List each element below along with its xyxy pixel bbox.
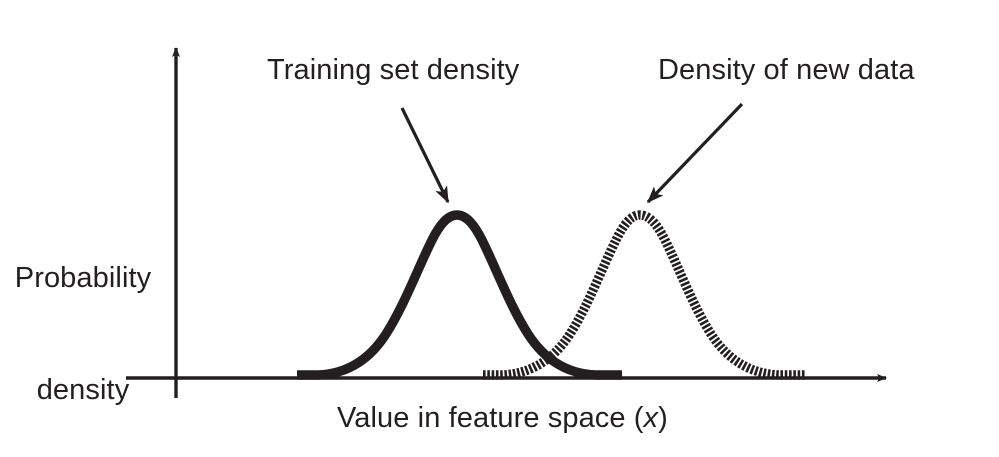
density-of-new-data-curve	[483, 210, 805, 380]
training-set-density-arrow	[400, 107, 450, 204]
x-axis-label: Value in feature space (x)	[337, 400, 668, 437]
y-axis-label-line1: Probability	[14, 262, 152, 295]
annotation-label-density-of-new-data: Density of new data	[658, 54, 915, 86]
x-axis-label-prefix: Value in feature space (	[337, 402, 644, 434]
training-set-density-curve	[297, 210, 622, 380]
density-of-new-data-arrow	[646, 102, 744, 204]
annotation-label-training-set-density: Training set density	[267, 54, 520, 86]
x-axis-label-suffix: )	[658, 402, 668, 434]
x-axis-label-variable: x	[643, 402, 659, 434]
y-axis-label-line2: density	[36, 373, 130, 406]
y-axis-label: Probability density	[0, 186, 166, 457]
